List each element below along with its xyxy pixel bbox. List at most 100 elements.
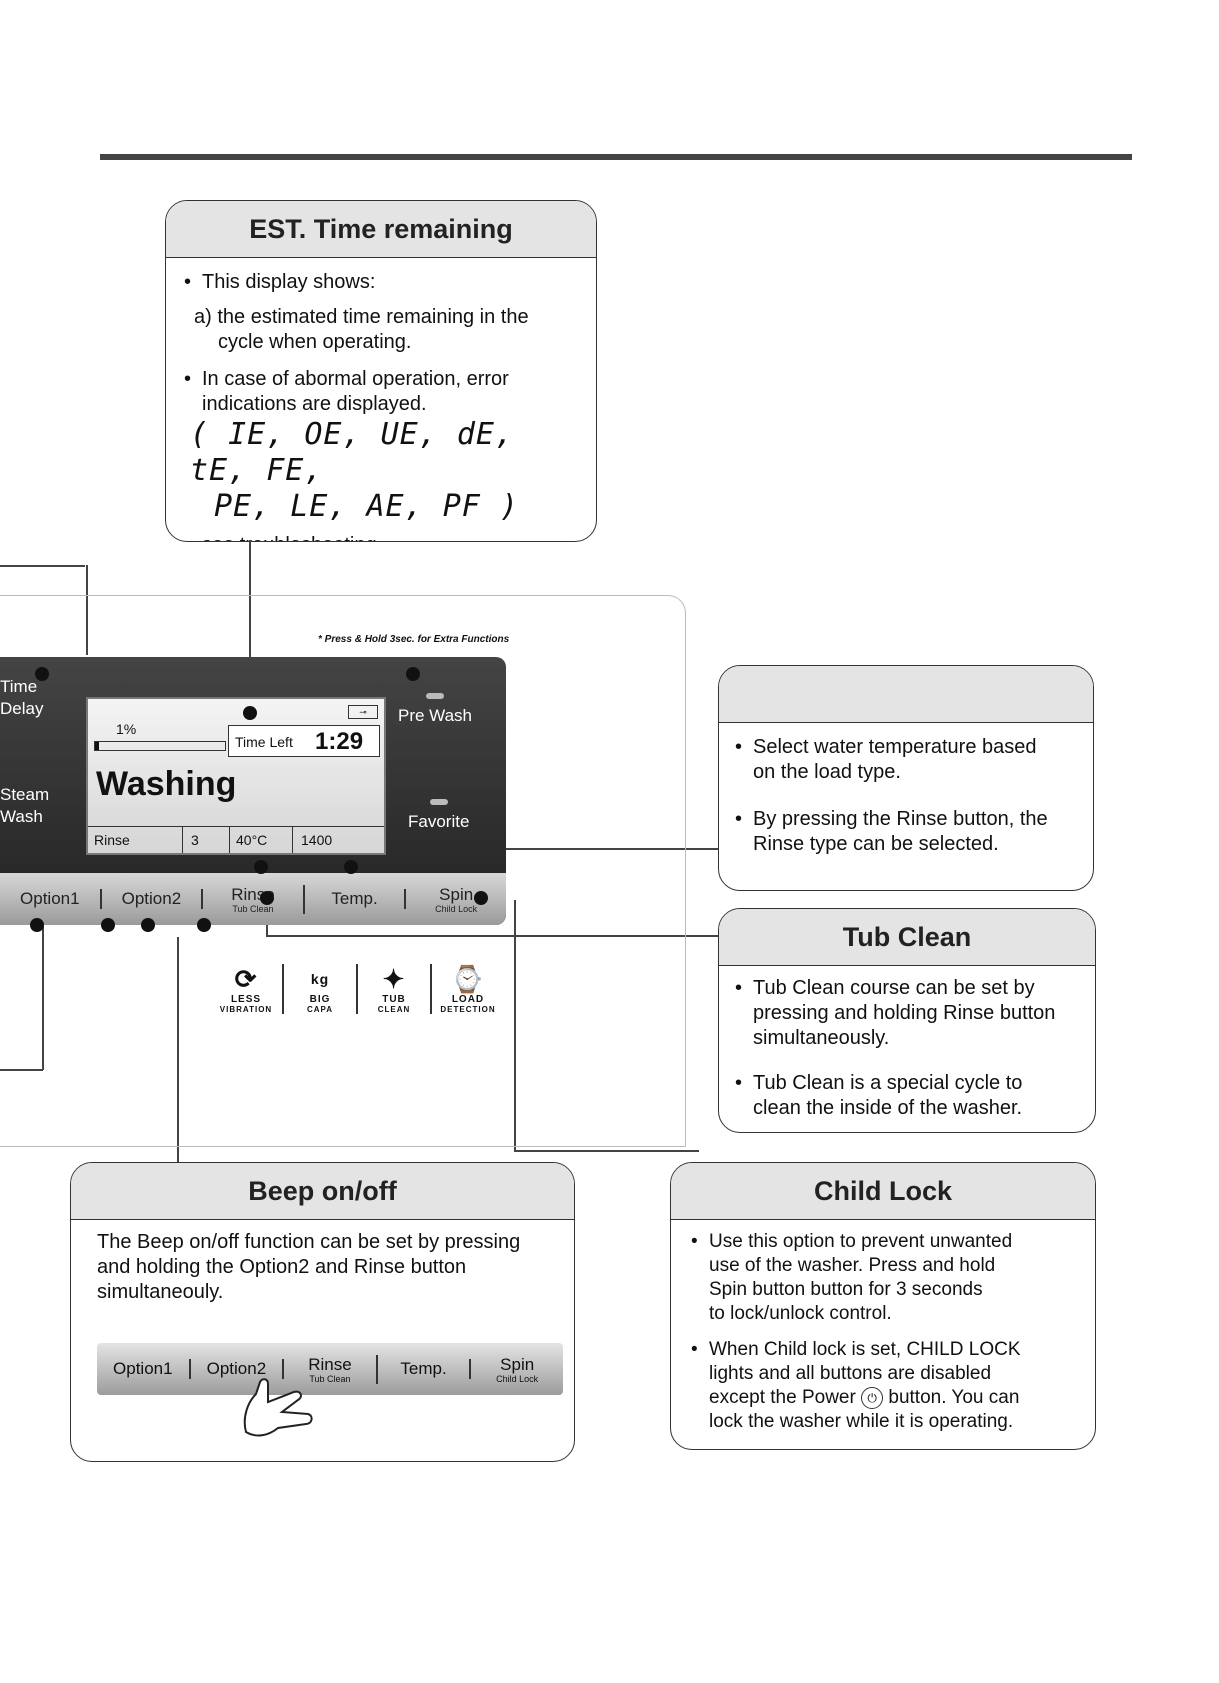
top-rule <box>100 154 1132 160</box>
est-bullet-3: see troubleshooting <box>180 533 582 541</box>
dot-option1 <box>30 918 44 932</box>
dot-rinse-top <box>254 860 268 874</box>
option2-label: Option2 <box>121 889 182 908</box>
est-bullet-2b: indications are displayed. <box>202 393 427 415</box>
tub-bullet-2b: clean the inside of the washer. <box>753 1097 1023 1119</box>
lcd-percent: 1% <box>116 721 137 737</box>
est-time-callout: EST. Time remaining This display shows: … <box>165 200 597 542</box>
error-codes-line-1: ( IE, OE, UE, dE, tE, FE, <box>190 417 515 488</box>
lcd-progress-track <box>94 741 226 751</box>
lcd-spin: 1400 <box>301 832 333 848</box>
dot-time-left <box>243 706 257 720</box>
est-time-title: EST. Time remaining <box>166 201 596 258</box>
prewash-led <box>426 693 444 699</box>
option1-label: Option1 <box>20 889 80 908</box>
beep-option1-button[interactable]: Option1 <box>97 1359 191 1379</box>
dot-temp-top <box>344 860 358 874</box>
load-bottom: DETECTION <box>440 1005 496 1014</box>
beep-rinse-label: Rinse <box>308 1354 352 1374</box>
favorite-button[interactable]: Favorite <box>408 799 469 833</box>
beep-option2-button[interactable]: Option2 <box>191 1359 285 1379</box>
tub-bottom: CLEAN <box>377 1005 411 1014</box>
lcd-lock-icon: ⊸ <box>348 705 378 719</box>
load-detection-glyph: ⌚ <box>451 964 485 994</box>
connector-left-box <box>42 925 44 1070</box>
lcd-rinse-count: 3 <box>183 827 230 853</box>
beep-spin-sub: Child Lock <box>496 1373 539 1384</box>
rinse-sub: Tub Clean <box>232 903 274 914</box>
lock-bullet-1d: to lock/unlock control. <box>709 1303 892 1324</box>
beep-spin-label: Spin <box>500 1354 535 1374</box>
tub-clean-glyph: ✦ <box>382 964 406 994</box>
lock-bullet-1: Use this option to prevent unwanted <box>687 1230 1083 1254</box>
beep-temp-button[interactable]: Temp. <box>378 1359 472 1379</box>
lcd-rinse: Rinse <box>88 827 183 853</box>
tub-bullet-2: Tub Clean is a special cycle to <box>731 1071 1083 1096</box>
dot-option2-b <box>141 918 155 932</box>
extra-functions-note: * Press & Hold 3sec. for Extra Functions <box>318 634 510 645</box>
lock-bullet-2c-post: button. You can <box>888 1387 1020 1408</box>
lcd-time-value: 1:29 <box>315 728 364 755</box>
big-top: BIG <box>309 994 331 1005</box>
big-bottom: CAPA <box>306 1005 334 1014</box>
lcd-progress-fill <box>95 742 99 750</box>
tub-top: TUB <box>382 994 406 1005</box>
favorite-label: Favorite <box>408 812 470 831</box>
beep-rinse-sub: Tub Clean <box>309 1373 351 1384</box>
connector-left-box-b <box>0 1069 43 1071</box>
beep-option1-label: Option1 <box>113 1359 173 1378</box>
tub-clean-title: Tub Clean <box>719 909 1095 966</box>
temp-title <box>719 666 1093 723</box>
connector-lock-vert <box>514 900 516 1150</box>
connector-temp <box>310 848 718 850</box>
tub-bullet-1: Tub Clean course can be set by <box>731 976 1083 1001</box>
option2-button[interactable]: Option2 <box>102 889 204 909</box>
time-delay-button[interactable]: Time Delay <box>0 676 43 720</box>
tub-bullet-1c: simultaneously. <box>753 1027 890 1049</box>
est-bullet-1a: a) the estimated time remaining in the <box>194 306 529 328</box>
temp-button[interactable]: Temp. <box>305 889 407 909</box>
connector-lock-h <box>514 1150 699 1152</box>
dot-rinse <box>260 891 274 905</box>
temp-bullet-2: By pressing the Rinse button, the <box>731 807 1081 832</box>
beep-line-2: and holding the Option2 and Rinse button <box>97 1256 467 1278</box>
connector-left-top <box>0 565 85 567</box>
beep-callout: Beep on/off The Beep on/off function can… <box>70 1162 575 1462</box>
lcd-display: ⊸ 1% Time Left 1:29 Washing Rinse 3 40°C… <box>86 697 386 855</box>
temp-callout: Select water temperature based on the lo… <box>718 665 1094 891</box>
option1-button[interactable]: Option1 <box>0 889 102 909</box>
favorite-led <box>429 799 448 805</box>
lcd-status: Washing <box>96 765 237 803</box>
lock-bullet-1c: Spin button button for 3 seconds <box>709 1279 983 1300</box>
less-vibration-glyph: ⟳ <box>234 964 258 994</box>
steam-wash-button[interactable]: Steam Wash <box>0 784 49 828</box>
tub-bullet-1b: pressing and holding Rinse button <box>753 1002 1056 1024</box>
connector-tub <box>266 935 718 937</box>
panel-frame <box>0 595 686 1147</box>
connector-left-vert <box>86 565 88 655</box>
less-top: LESS <box>230 994 262 1005</box>
power-icon: ⏻ <box>861 1386 884 1409</box>
dot-time-delay <box>35 667 49 681</box>
big-capa-glyph: kg <box>310 971 330 987</box>
dot-spin <box>474 891 488 905</box>
lcd-time-box: Time Left 1:29 <box>228 725 380 757</box>
lock-bullet-2b: lights and all buttons are disabled <box>709 1363 992 1384</box>
prewash-button[interactable]: Pre Wash <box>398 693 472 727</box>
lcd-time-label: Time Left <box>235 734 293 750</box>
beep-option2-label: Option2 <box>206 1359 267 1378</box>
beep-title: Beep on/off <box>71 1163 574 1220</box>
est-bullet-1a2: cycle when operating. <box>218 331 412 353</box>
error-codes-line-2: PE, LE, AE, PF ) <box>214 489 519 524</box>
lcd-info-row: Rinse 3 40°C 1400 <box>88 826 384 853</box>
